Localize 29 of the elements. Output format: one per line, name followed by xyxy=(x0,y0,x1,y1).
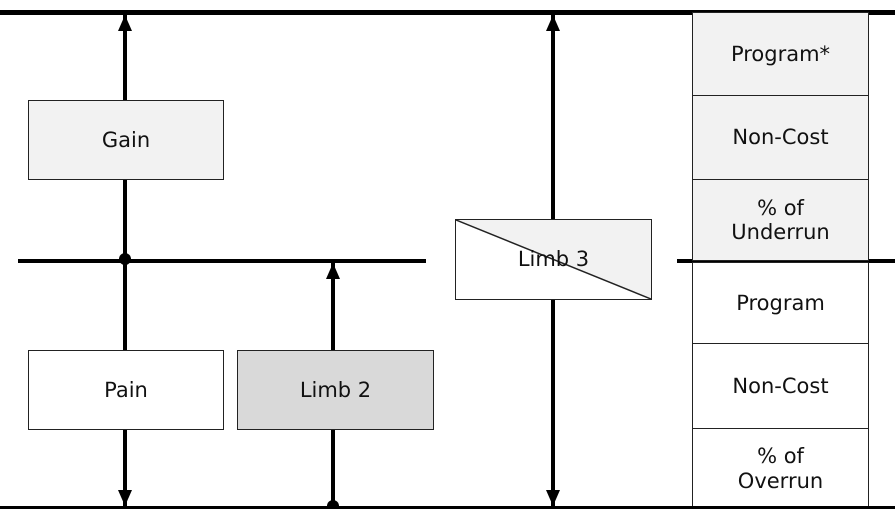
table-cell xyxy=(692,428,869,509)
node-label: % of Overrun xyxy=(736,444,824,493)
arrow xyxy=(546,15,560,219)
horizontal-bar xyxy=(0,506,895,509)
process-box xyxy=(28,350,224,430)
arrow xyxy=(326,263,340,350)
table-cell xyxy=(692,343,869,429)
node-label: % of Underrun xyxy=(730,196,831,244)
node-label: Non-Cost xyxy=(732,374,829,398)
table-cell xyxy=(692,262,869,344)
arrow xyxy=(546,300,560,506)
horizontal-bar xyxy=(18,259,426,263)
node-label: Limb 2 xyxy=(300,378,372,402)
arrow xyxy=(118,430,132,506)
table-cell xyxy=(692,179,869,261)
node-label: Gain xyxy=(102,128,150,152)
node-label: Program* xyxy=(730,42,830,66)
table-cell xyxy=(692,95,869,180)
connector-line xyxy=(123,263,127,350)
node-label: Program xyxy=(736,290,825,316)
process-box xyxy=(237,350,434,430)
split-box xyxy=(455,219,652,300)
connector-line xyxy=(119,180,131,265)
process-box xyxy=(28,100,224,180)
node-label: Non-Cost xyxy=(732,125,829,150)
connector-line xyxy=(327,430,339,509)
arrow xyxy=(118,15,132,100)
node-label: Pain xyxy=(104,378,148,402)
table-cell xyxy=(692,12,869,96)
